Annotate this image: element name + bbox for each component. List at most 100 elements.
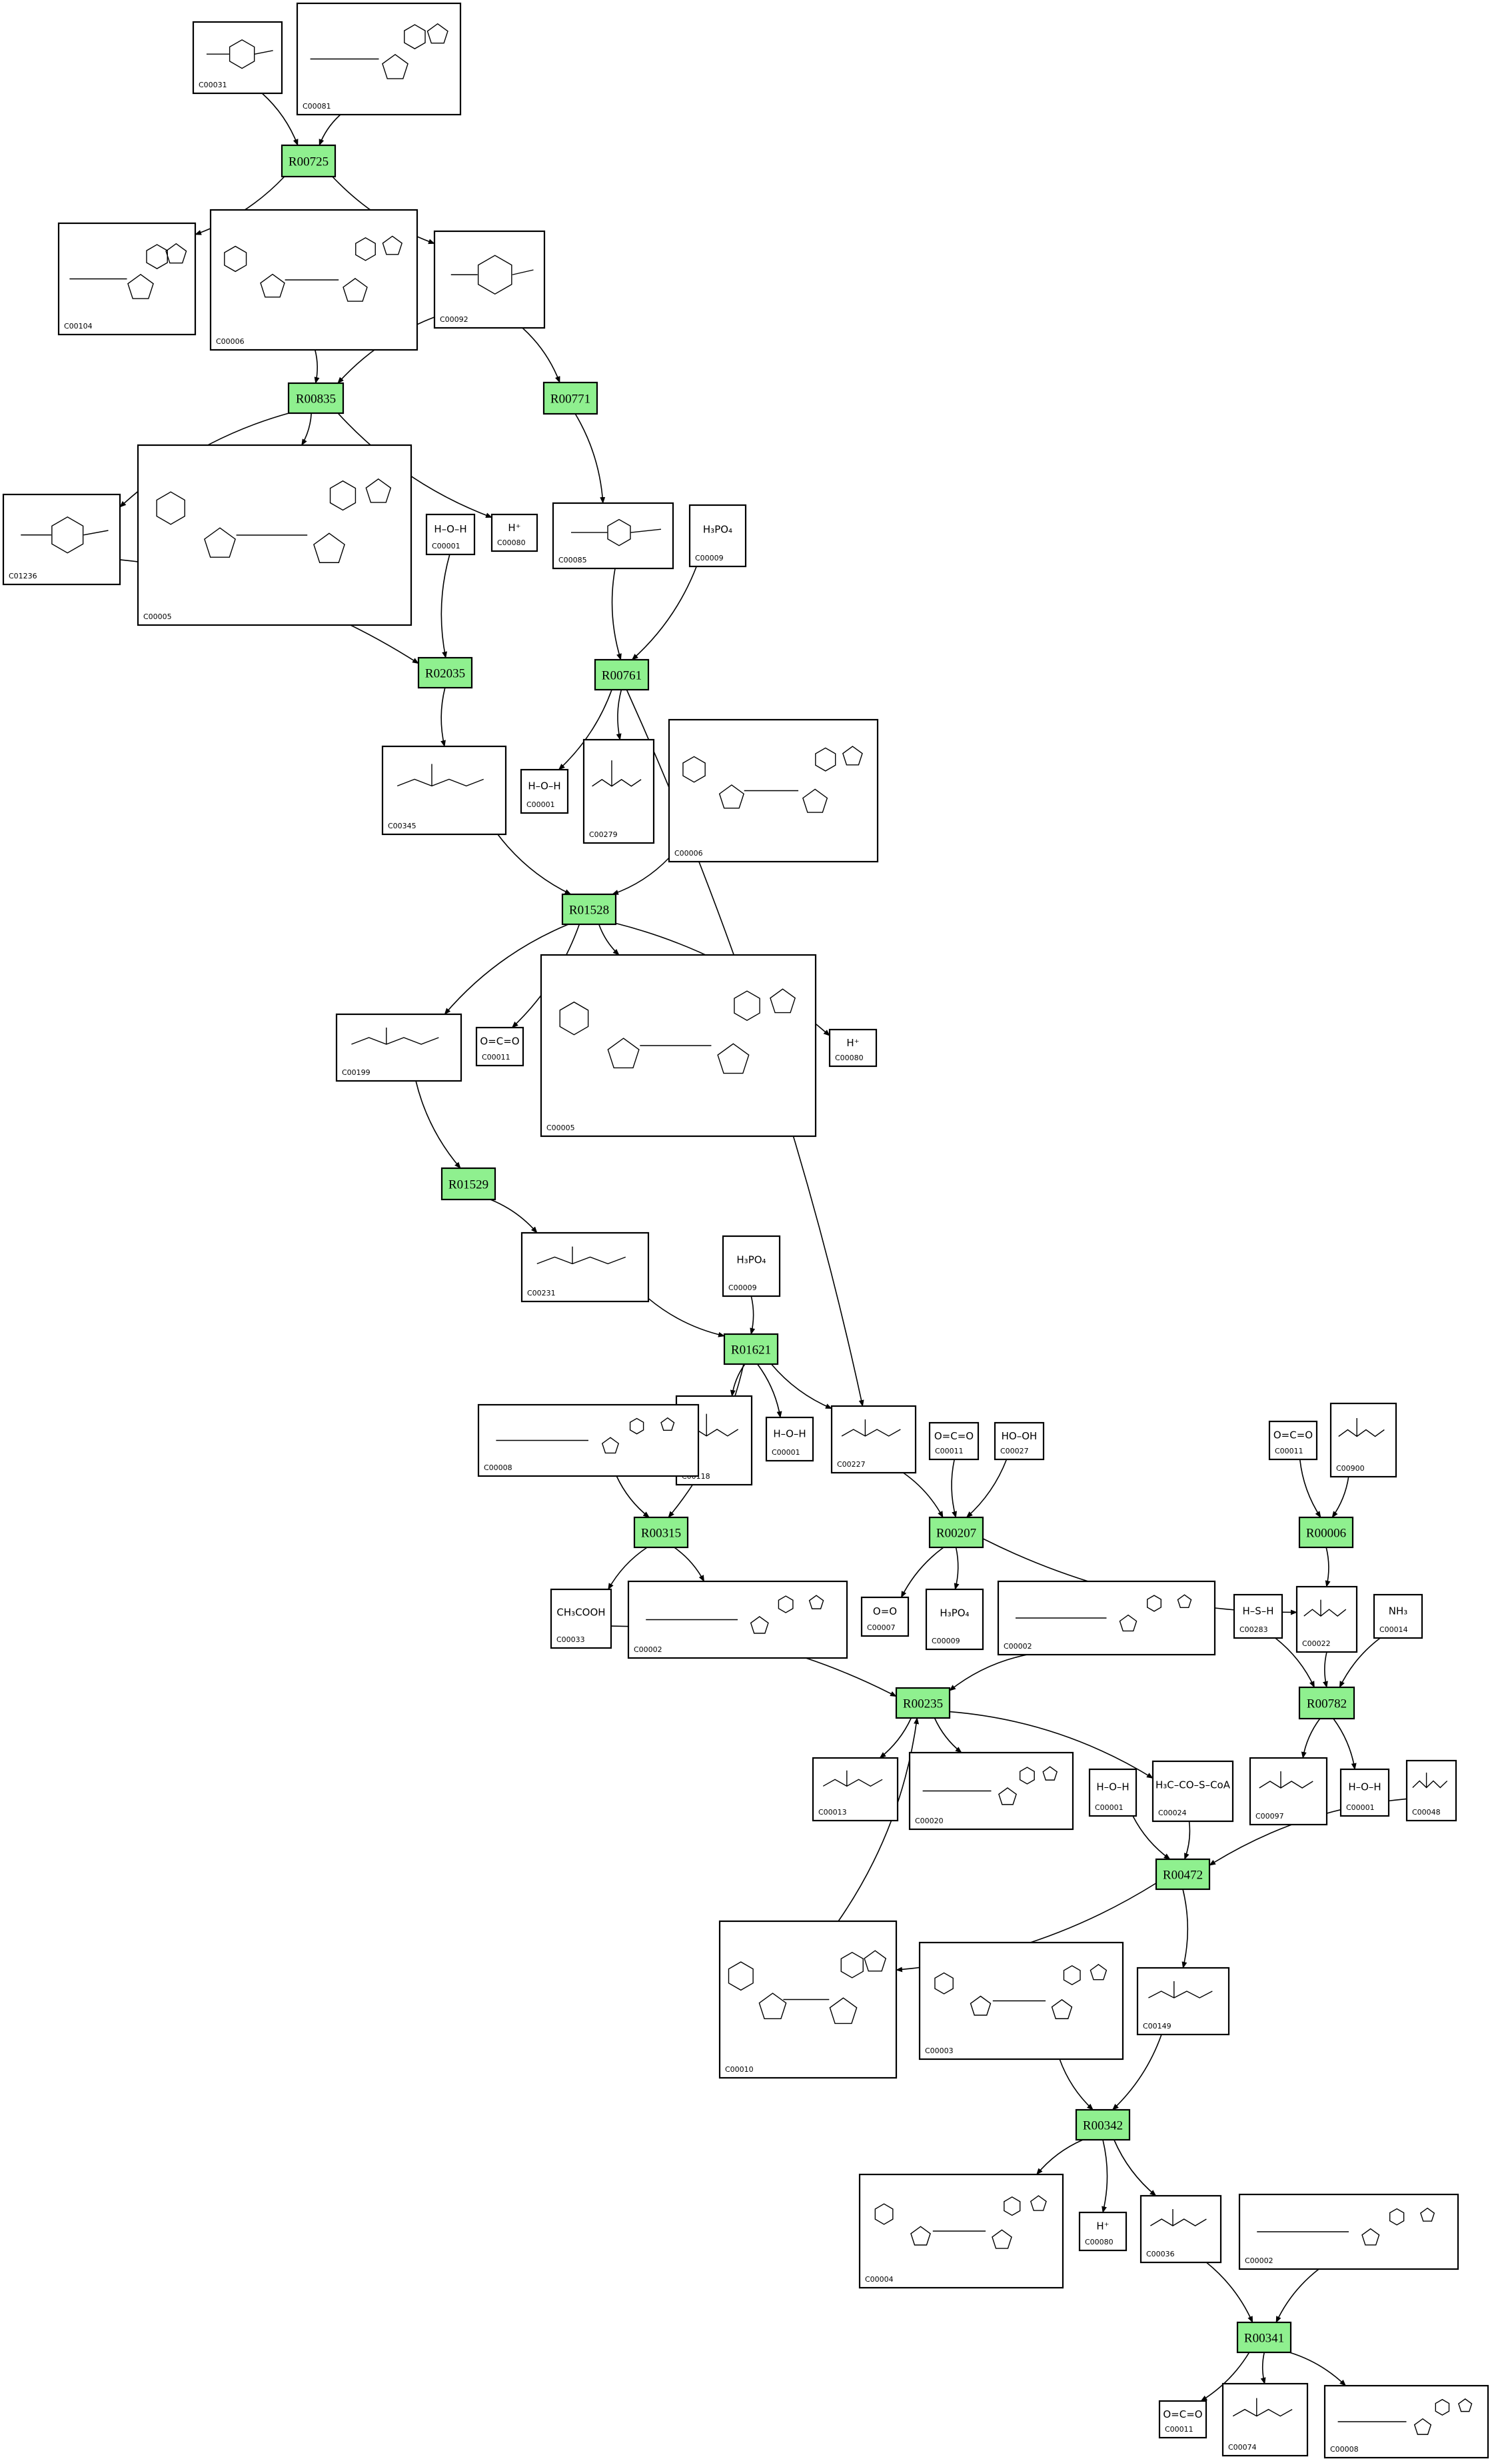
edge-C00014-R00782 bbox=[1339, 1637, 1381, 1688]
edge-C00008-R00315 bbox=[616, 1475, 650, 1518]
edge-C00002b-R00235 bbox=[949, 1654, 1028, 1691]
reaction-R00771[interactable]: R00771 bbox=[542, 381, 598, 415]
edge-C00003-R00342 bbox=[1059, 2058, 1094, 2110]
reaction-R00207[interactable]: R00207 bbox=[928, 1516, 984, 1549]
structure-drawing bbox=[559, 988, 796, 1074]
compound-C00006[interactable]: C00006 bbox=[209, 209, 418, 351]
edge-C00092-R00771 bbox=[522, 327, 560, 383]
compound-id-label: C00001 bbox=[432, 542, 460, 550]
reaction-id-label: R00782 bbox=[1307, 1697, 1347, 1711]
edge-C00031-R00725 bbox=[261, 93, 299, 146]
compound-C00074[interactable]: C00074 bbox=[1221, 2382, 1309, 2457]
compound-C00013[interactable]: C00013 bbox=[812, 1757, 899, 1822]
compound-C00900[interactable]: C00900 bbox=[1329, 1402, 1397, 1478]
compound-C00004[interactable]: C00004 bbox=[858, 2173, 1064, 2289]
compound-C01236[interactable]: C01236 bbox=[2, 493, 121, 586]
compound-C00002[interactable]: C00002 bbox=[627, 1580, 848, 1659]
compound-id-label: C00011 bbox=[1165, 2425, 1193, 2434]
reaction-R00342[interactable]: R00342 bbox=[1075, 2108, 1131, 2141]
compound-C00149[interactable]: C00149 bbox=[1136, 1967, 1230, 2036]
compound-id-label: C00001 bbox=[526, 800, 555, 809]
compound-C00010[interactable]: C00010 bbox=[718, 1920, 898, 2079]
reaction-R02035[interactable]: R02035 bbox=[417, 656, 473, 689]
structure-drawing bbox=[1303, 1599, 1347, 1617]
compound-id-label: C00048 bbox=[1412, 1808, 1441, 1817]
compound-C00022[interactable]: C00022 bbox=[1295, 1585, 1358, 1653]
structure-drawing bbox=[592, 760, 642, 787]
formula-text: H₃C–CO–S–CoA bbox=[1155, 1779, 1231, 1791]
compound-C00080[interactable]: H⁺C00080 bbox=[828, 1028, 878, 1068]
compound-C00227[interactable]: C00227 bbox=[830, 1405, 917, 1474]
compound-C00231[interactable]: C00231 bbox=[520, 1231, 650, 1303]
compound-C00279[interactable]: C00279 bbox=[582, 738, 655, 844]
compound-C00345[interactable]: C00345 bbox=[381, 745, 507, 836]
compound-id-label: C00900 bbox=[1336, 1464, 1365, 1473]
reaction-R00782[interactable]: R00782 bbox=[1298, 1686, 1355, 1720]
reaction-R00725[interactable]: R00725 bbox=[281, 144, 337, 178]
compound-C00008[interactable]: C00008 bbox=[477, 1403, 700, 1477]
compound-C00003[interactable]: C00003 bbox=[918, 1941, 1124, 2060]
compound-C00036[interactable]: C00036 bbox=[1139, 2194, 1222, 2264]
reaction-R00235[interactable]: R00235 bbox=[895, 1687, 951, 1719]
compound-C00092[interactable]: C00092 bbox=[433, 230, 546, 329]
compound-C00031[interactable]: C00031 bbox=[192, 21, 283, 95]
compound-C00006[interactable]: C00006 bbox=[668, 718, 879, 863]
compound-id-label: C00005 bbox=[546, 1124, 575, 1132]
structure-drawing bbox=[206, 39, 273, 69]
reaction-R00472[interactable]: R00472 bbox=[1155, 1858, 1211, 1891]
compound-C00081[interactable]: C00081 bbox=[296, 2, 462, 116]
compound-C00085[interactable]: C00085 bbox=[552, 502, 674, 570]
reaction-id-label: R00771 bbox=[550, 393, 590, 407]
reaction-R00006[interactable]: R00006 bbox=[1298, 1516, 1354, 1549]
reaction-R00341[interactable]: R00341 bbox=[1236, 2321, 1292, 2354]
compound-C00048[interactable]: C00048 bbox=[1405, 1759, 1457, 1822]
compound-id-label: C00005 bbox=[143, 612, 172, 621]
formula-text: H–O–H bbox=[1096, 1781, 1129, 1793]
formula-text: H–O–H bbox=[1348, 1781, 1381, 1793]
compound-C00097[interactable]: C00097 bbox=[1249, 1757, 1328, 1826]
compound-C00002[interactable]: C00002 bbox=[997, 1580, 1216, 1656]
compound-C00005[interactable]: C00005 bbox=[540, 954, 817, 1138]
reaction-R01621[interactable]: R01621 bbox=[723, 1333, 779, 1365]
compound-C00020[interactable]: C00020 bbox=[908, 1751, 1074, 1831]
compound-C00104[interactable]: C00104 bbox=[57, 222, 197, 336]
reaction-R01528[interactable]: R01528 bbox=[561, 893, 617, 926]
edge-C00001d-R00472 bbox=[1132, 1815, 1171, 1860]
formula-text: H⁺ bbox=[508, 522, 520, 534]
compound-C00080[interactable]: H⁺C00080 bbox=[1078, 2211, 1128, 2252]
reaction-R00315[interactable]: R00315 bbox=[633, 1516, 689, 1549]
compound-C00005[interactable]: C00005 bbox=[137, 444, 412, 626]
edge-C00149-R00342 bbox=[1112, 2034, 1162, 2110]
edge-R00472-C00149 bbox=[1181, 1889, 1189, 1969]
reaction-id-label: R00341 bbox=[1244, 2332, 1284, 2346]
reaction-R00761[interactable]: R00761 bbox=[594, 658, 650, 691]
reaction-R01529[interactable]: R01529 bbox=[440, 1167, 496, 1201]
compound-C00199[interactable]: C00199 bbox=[335, 1013, 462, 1082]
compound-C00080[interactable]: H⁺C00080 bbox=[490, 513, 538, 552]
compound-C00008[interactable]: C00008 bbox=[1323, 2384, 1489, 2459]
compound-id-label: C00027 bbox=[1000, 1447, 1029, 1455]
edge-R00315-C00002a bbox=[674, 1547, 705, 1582]
compound-C00002[interactable]: C00002 bbox=[1238, 2193, 1459, 2270]
reaction-R00835[interactable]: R00835 bbox=[287, 382, 345, 414]
compound-id-label: C00227 bbox=[837, 1460, 866, 1469]
edge-R00771-C00085 bbox=[574, 413, 606, 504]
